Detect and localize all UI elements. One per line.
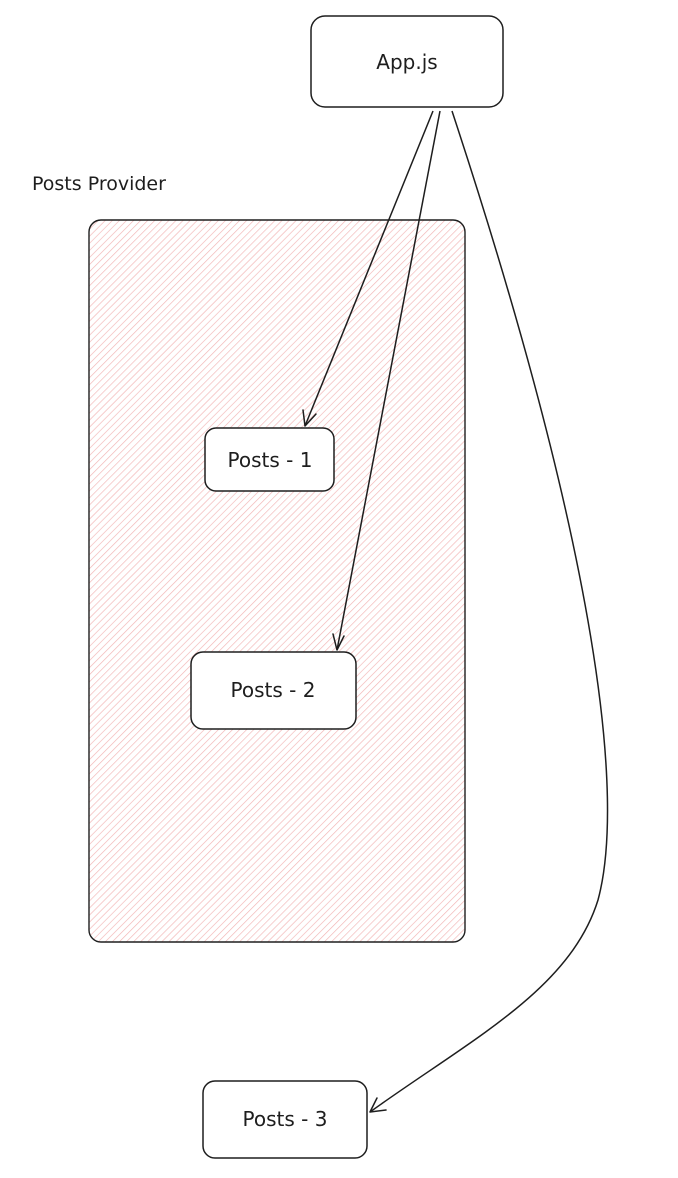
edge-app-to-posts-1 (302, 110, 434, 427)
app-js-node[interactable]: App.js (310, 15, 504, 108)
arrowhead-icon (332, 633, 345, 651)
app-js-label: App.js (376, 50, 437, 74)
posts-provider-label: Posts Provider (32, 173, 166, 195)
edge-app-to-posts-3 (369, 110, 609, 1113)
posts-3-label: Posts - 3 (243, 1107, 328, 1131)
posts-2-label: Posts - 2 (231, 678, 316, 702)
edge-app-to-posts-2 (332, 110, 441, 651)
posts-1-node[interactable]: Posts - 1 (204, 427, 335, 492)
arrowhead-icon (369, 1097, 387, 1113)
posts-1-label: Posts - 1 (228, 448, 313, 472)
arrowhead-icon (302, 409, 317, 427)
posts-3-node[interactable]: Posts - 3 (202, 1080, 368, 1159)
posts-2-node[interactable]: Posts - 2 (190, 651, 357, 730)
posts-provider-group (88, 219, 466, 943)
